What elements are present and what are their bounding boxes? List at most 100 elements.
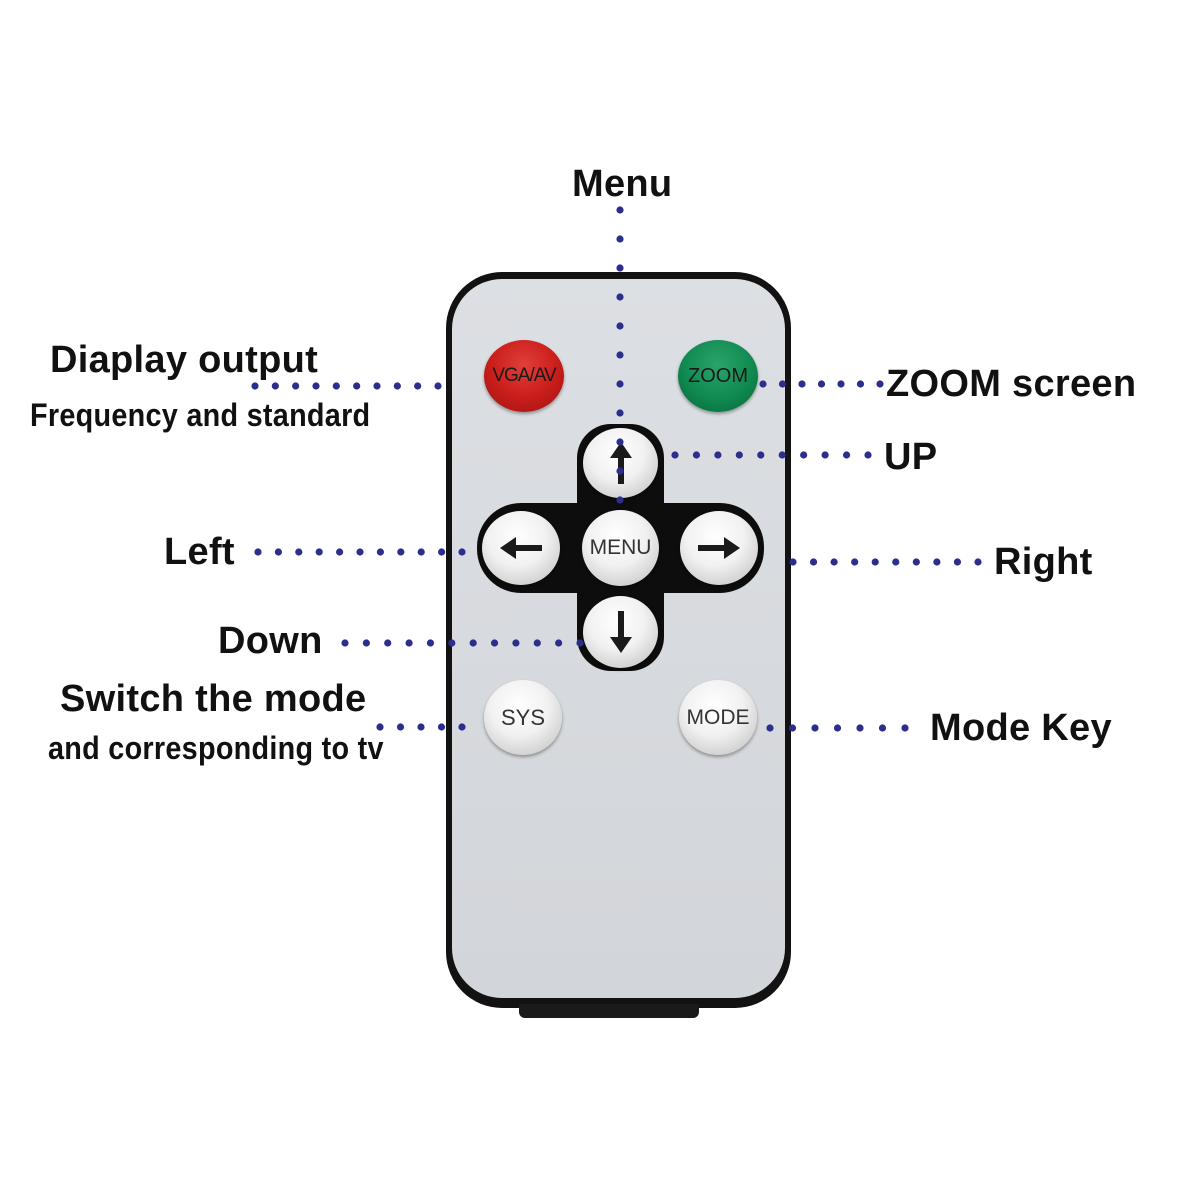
leader-dot xyxy=(954,558,961,565)
leader-dot xyxy=(417,723,424,730)
leader-dot xyxy=(810,558,817,565)
switch-mode-callout-label: Switch the mode xyxy=(60,678,366,721)
right-callout-label: Right xyxy=(994,541,1093,584)
leader-dot xyxy=(438,548,445,555)
leader-dot xyxy=(798,380,805,387)
leader-dot xyxy=(834,724,841,731)
leader-dot xyxy=(616,235,623,242)
leader-dot xyxy=(616,322,623,329)
leader-dot xyxy=(831,558,838,565)
zoom-screen-leader-line xyxy=(759,380,883,387)
leader-dot xyxy=(616,351,623,358)
leader-dot xyxy=(384,639,391,646)
leader-dot xyxy=(843,451,850,458)
leader-dot xyxy=(857,380,864,387)
leader-dot xyxy=(438,723,445,730)
switch-mode-callout-sublabel: and corresponding to tv xyxy=(48,730,384,767)
leader-dot xyxy=(616,380,623,387)
leader-dot xyxy=(616,264,623,271)
leader-dot xyxy=(616,438,623,445)
leader-dot xyxy=(864,451,871,458)
down-leader-line xyxy=(341,639,583,646)
display-output-leader-line xyxy=(251,382,441,389)
leader-dot xyxy=(397,723,404,730)
leader-dot xyxy=(759,380,766,387)
leader-dot xyxy=(254,548,261,555)
mode-key-leader-line xyxy=(766,724,908,731)
leader-dot xyxy=(876,380,883,387)
display-output-callout-sublabel: Frequency and standard xyxy=(30,397,370,434)
leader-dot xyxy=(779,451,786,458)
leader-dot xyxy=(789,558,796,565)
leader-dot xyxy=(418,548,425,555)
leader-dot xyxy=(616,293,623,300)
leader-dot xyxy=(312,382,319,389)
mode-key-callout-label: Mode Key xyxy=(930,707,1112,750)
leader-dot xyxy=(800,451,807,458)
down-callout-label: Down xyxy=(218,620,323,663)
leader-dot xyxy=(811,724,818,731)
leader-dot xyxy=(856,724,863,731)
leader-dot xyxy=(837,380,844,387)
leader-dot xyxy=(671,451,678,458)
leader-dot xyxy=(892,558,899,565)
leader-dot xyxy=(616,409,623,416)
leader-dot xyxy=(736,451,743,458)
leader-dot xyxy=(512,639,519,646)
menu-leader-line xyxy=(616,206,623,503)
leader-dot xyxy=(879,724,886,731)
leader-dot xyxy=(356,548,363,555)
right-leader-line xyxy=(789,558,981,565)
leader-dot xyxy=(434,382,441,389)
leader-dot xyxy=(363,639,370,646)
leader-dot xyxy=(789,724,796,731)
leader-dot xyxy=(405,639,412,646)
leader-dot xyxy=(779,380,786,387)
leader-dot xyxy=(458,723,465,730)
leader-dot xyxy=(377,548,384,555)
leader-dot xyxy=(974,558,981,565)
leader-dot xyxy=(272,382,279,389)
leader-dot xyxy=(414,382,421,389)
switch-mode-leader-line xyxy=(376,723,465,730)
leader-dot xyxy=(693,451,700,458)
leader-dot xyxy=(275,548,282,555)
leader-dot xyxy=(295,548,302,555)
leader-dot xyxy=(316,548,323,555)
leader-dot xyxy=(427,639,434,646)
leader-dot xyxy=(341,639,348,646)
leader-dot xyxy=(491,639,498,646)
display-output-callout-label: Diaplay output xyxy=(50,339,318,382)
leader-dot xyxy=(394,382,401,389)
leader-dot xyxy=(470,639,477,646)
left-leader-line xyxy=(254,548,465,555)
leader-dot xyxy=(292,382,299,389)
leader-dot xyxy=(333,382,340,389)
leader-dot xyxy=(458,548,465,555)
up-leader-line xyxy=(671,451,871,458)
leader-dot xyxy=(851,558,858,565)
leader-dot xyxy=(353,382,360,389)
leader-dot xyxy=(251,382,258,389)
leader-dot xyxy=(818,380,825,387)
leader-dot xyxy=(616,467,623,474)
leader-dot xyxy=(766,724,773,731)
leader-dot xyxy=(872,558,879,565)
leader-dot xyxy=(616,496,623,503)
menu-callout-label: Menu xyxy=(572,163,672,206)
leader-dot xyxy=(933,558,940,565)
leader-dot xyxy=(757,451,764,458)
leader-dot xyxy=(822,451,829,458)
leader-dot xyxy=(534,639,541,646)
left-callout-label: Left xyxy=(164,531,235,574)
leader-dot xyxy=(913,558,920,565)
leader-dot xyxy=(555,639,562,646)
zoom-screen-callout-label: ZOOM screen xyxy=(886,363,1136,406)
up-callout-label: UP xyxy=(884,436,937,479)
leader-dot xyxy=(576,639,583,646)
leader-dot xyxy=(901,724,908,731)
leader-dot xyxy=(336,548,343,555)
leader-dot xyxy=(397,548,404,555)
leader-dot xyxy=(373,382,380,389)
